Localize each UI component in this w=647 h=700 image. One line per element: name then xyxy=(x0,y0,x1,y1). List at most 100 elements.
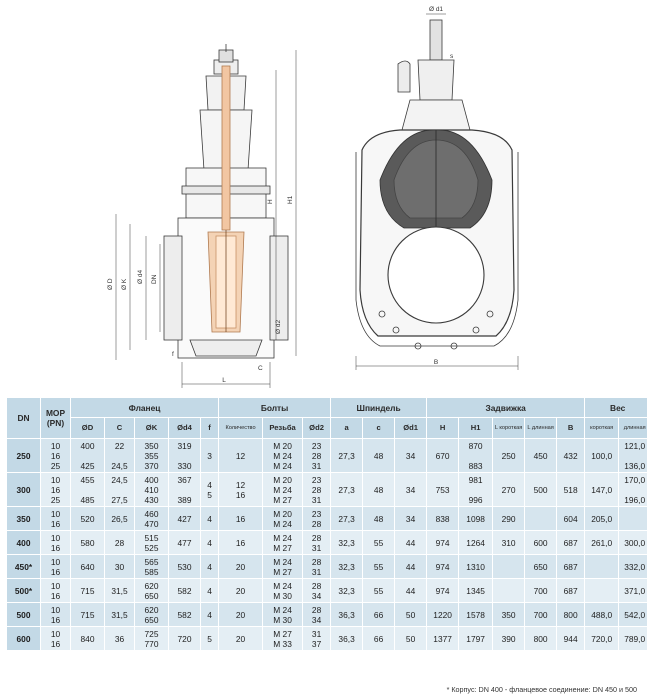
cell-line: 470 xyxy=(144,518,159,529)
cell-line: 789,0 xyxy=(624,633,646,644)
cell-line: 330 xyxy=(177,460,192,471)
cell-line: 10 xyxy=(50,580,61,591)
cell-ll: 700 xyxy=(524,578,558,603)
cell-c: 30 xyxy=(104,554,135,579)
dim-d1-label: Ø d1 xyxy=(429,6,443,13)
cell-dn: 500 xyxy=(6,602,41,627)
cell-line: 10 xyxy=(50,628,61,639)
cell-line: 332,0 xyxy=(624,561,646,572)
cell-h: 1220 xyxy=(426,602,460,627)
cell-line: 350 xyxy=(144,440,159,451)
cell-ll xyxy=(524,506,558,531)
cell-line: 715 xyxy=(80,585,95,596)
cell-line: 31 xyxy=(311,494,322,505)
cell-line: 650 xyxy=(144,590,159,601)
cell-qty: 20 xyxy=(218,602,264,627)
cell-line: 530 xyxy=(177,561,192,572)
cell-line: 371,0 xyxy=(624,585,646,596)
cell-b: 687 xyxy=(556,530,586,555)
cell-cc: 66 xyxy=(362,602,396,627)
subheader-qty: Количество xyxy=(218,417,264,439)
cell-wl: 371,0 xyxy=(618,578,647,603)
cell-line: 28 xyxy=(311,450,322,461)
cell-h: 838 xyxy=(426,506,460,531)
subheader-k: ØK xyxy=(134,417,169,439)
cell-ws: 261,0 xyxy=(584,530,620,555)
cell-line: 430 xyxy=(144,494,159,505)
cell-h1: 1345 xyxy=(458,578,494,603)
cell-wl: 332,0 xyxy=(618,554,647,579)
cell-line: 410 xyxy=(144,484,159,495)
cell-f: 4 5 xyxy=(199,472,220,507)
cell-line: 24,5 xyxy=(111,474,128,485)
cell-line: 1310 xyxy=(466,561,485,572)
cell-line: 22 xyxy=(114,440,125,451)
cell-line: 31,5 xyxy=(111,609,128,620)
cell-d: 400 425 xyxy=(70,438,105,473)
header-weight: Вес xyxy=(584,397,647,418)
cell-b: 432 xyxy=(556,438,586,473)
cell-line: 542,0 xyxy=(624,609,646,620)
cell-d: 455 485 xyxy=(70,472,105,507)
cell-line xyxy=(170,451,200,461)
dim-k-label: Ø K xyxy=(121,278,128,290)
cell-ws: 147,0 xyxy=(584,472,620,507)
cell-qty: 16 xyxy=(218,530,264,555)
cell-line: 870 xyxy=(468,440,483,451)
cell-ls xyxy=(492,578,526,603)
footnote: * Корпус: DN 400 - фланцевое соединение:… xyxy=(446,685,637,694)
cell-ll: 650 xyxy=(524,554,558,579)
cell-h1: 1310 xyxy=(458,554,494,579)
cell-line: 10 xyxy=(50,556,61,567)
cell-line: M 24 xyxy=(273,580,292,591)
cell-line: 121,0 xyxy=(624,440,646,451)
dim-c-label: C xyxy=(258,365,263,372)
cell-h1: 1098 xyxy=(458,506,494,531)
cell-line: 585 xyxy=(144,566,159,577)
header-row: DN MOP (PN) Фланец Болты Шпиндель Задвиж… xyxy=(6,397,647,439)
cell-line: 580 xyxy=(80,537,95,548)
cell-c: 26,5 xyxy=(104,506,135,531)
cell-line: 16 xyxy=(50,590,61,601)
cell-line: 720 xyxy=(177,633,192,644)
cell-b: 687 xyxy=(556,554,586,579)
cell-d4: 530 xyxy=(168,554,201,579)
dim-h-label: H xyxy=(267,199,274,204)
cell-b: 687 xyxy=(556,578,586,603)
cell-ws: 100,0 xyxy=(584,438,620,473)
cell-h: 670 xyxy=(426,438,460,473)
cell-line: 28 xyxy=(311,518,322,529)
cell-line: M 24 xyxy=(273,460,292,471)
cell-line xyxy=(460,485,492,495)
cell-d4: 477 xyxy=(168,530,201,555)
cell-line: M 27 xyxy=(273,628,292,639)
cell-h1: 1578 xyxy=(458,602,494,627)
cell-line: 1578 xyxy=(466,609,485,620)
cell-line: M 24 xyxy=(273,518,292,529)
dim-b-label: B xyxy=(434,359,438,366)
cell-b: 944 xyxy=(556,626,586,651)
cell-line: 1264 xyxy=(466,537,485,548)
cell-line: 28 xyxy=(311,556,322,567)
cell-h1: 870 883 xyxy=(458,438,494,473)
cell-line: 520 xyxy=(80,513,95,524)
cell-d: 520 xyxy=(70,506,105,531)
cell-line: 31 xyxy=(311,542,322,553)
cell-h: 974 xyxy=(426,554,460,579)
cell-line: 367 xyxy=(177,474,192,485)
